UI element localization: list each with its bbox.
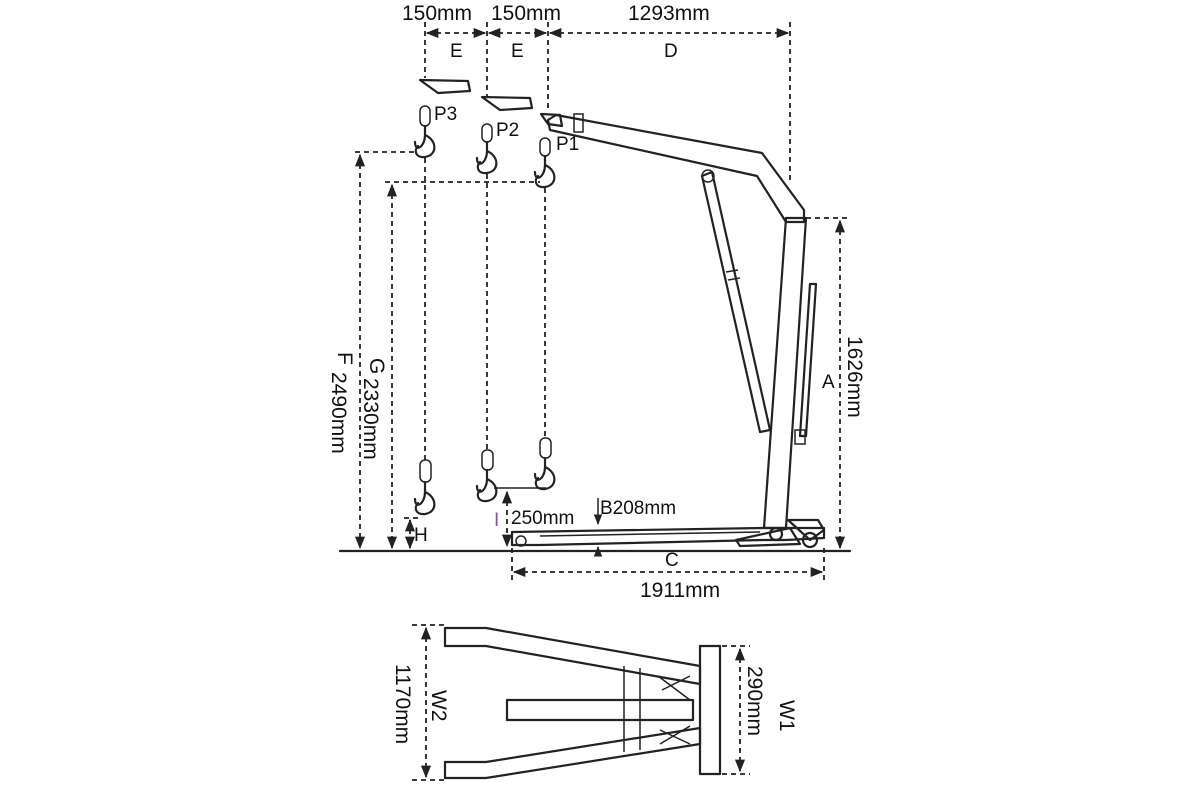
side-view: P1 P2 P3 150mm 150mm 1293mm E E D F 2490… (327, 2, 866, 602)
top-view-mast-plate (698, 644, 722, 776)
dim-w2-value: 1170mm (391, 664, 414, 744)
hydraulic-ram (700, 170, 772, 434)
rear-caster-wheel (801, 531, 819, 549)
dim-a-letter: A (822, 372, 835, 393)
dim-w1-value: 290mm (743, 666, 766, 736)
boom-extension-collar (573, 113, 584, 133)
label-p3: P3 (434, 104, 457, 125)
dim-e2-letter: E (511, 41, 524, 62)
dim-i-letter: I (494, 510, 499, 531)
dim-g-value: 2330mm (359, 378, 382, 460)
top-view-brace-3 (657, 675, 691, 701)
dim-h-letter: H (414, 525, 428, 546)
ram-top-pin (701, 169, 715, 183)
dim-f-letter: F (333, 352, 356, 365)
dim-w2-letter: W2 (427, 690, 450, 722)
dim-c-value: 1911mm (640, 579, 720, 602)
dim-f-value: 2490mm (327, 372, 350, 454)
low-hook-p3 (413, 459, 436, 516)
dim-d-value: 1293mm (628, 2, 710, 25)
front-wheel (515, 535, 527, 547)
boom-tip-p1 (533, 112, 564, 189)
base-leg-inner (539, 531, 761, 537)
low-hook-p2 (475, 449, 546, 503)
dim-e2-value: 150mm (491, 2, 561, 25)
dim-w1-letter: W1 (775, 700, 798, 732)
top-view-boom (505, 698, 695, 722)
boom (546, 113, 806, 224)
top-view-brace-4 (661, 675, 691, 691)
top-view-brace-6 (659, 725, 691, 745)
pump-handle (798, 282, 818, 438)
dim-e1-letter: E (450, 41, 463, 62)
label-p2: P2 (496, 120, 519, 141)
top-view-upper-leg (443, 626, 702, 686)
dim-i-value: 250mm (511, 508, 574, 529)
rear-caster-bracket (786, 518, 826, 542)
dim-c-letter: C (665, 550, 679, 571)
dim-b-label: B208mm (600, 498, 676, 519)
label-p1: P1 (556, 134, 579, 155)
mast (762, 216, 808, 530)
dim-d-letter: D (664, 41, 678, 62)
boom-tip-p2 (475, 95, 534, 175)
dim-g-letter: G (365, 358, 388, 374)
dim-a-value: 1626mm (843, 336, 866, 418)
boom-tip-p3 (413, 78, 472, 159)
top-view: W2 1170mm 290mm W1 (391, 624, 798, 781)
top-view-lower-leg (443, 726, 702, 780)
mast-base-wheel (768, 526, 784, 542)
base-leg (510, 526, 826, 547)
ram-collar (725, 269, 739, 273)
top-view-brace-5 (659, 729, 691, 745)
base-plate (734, 526, 802, 548)
pump-body (794, 429, 806, 445)
low-hook-p1 (533, 437, 556, 491)
dim-e1-value: 150mm (402, 2, 472, 25)
ram-collar-2 (727, 277, 741, 281)
